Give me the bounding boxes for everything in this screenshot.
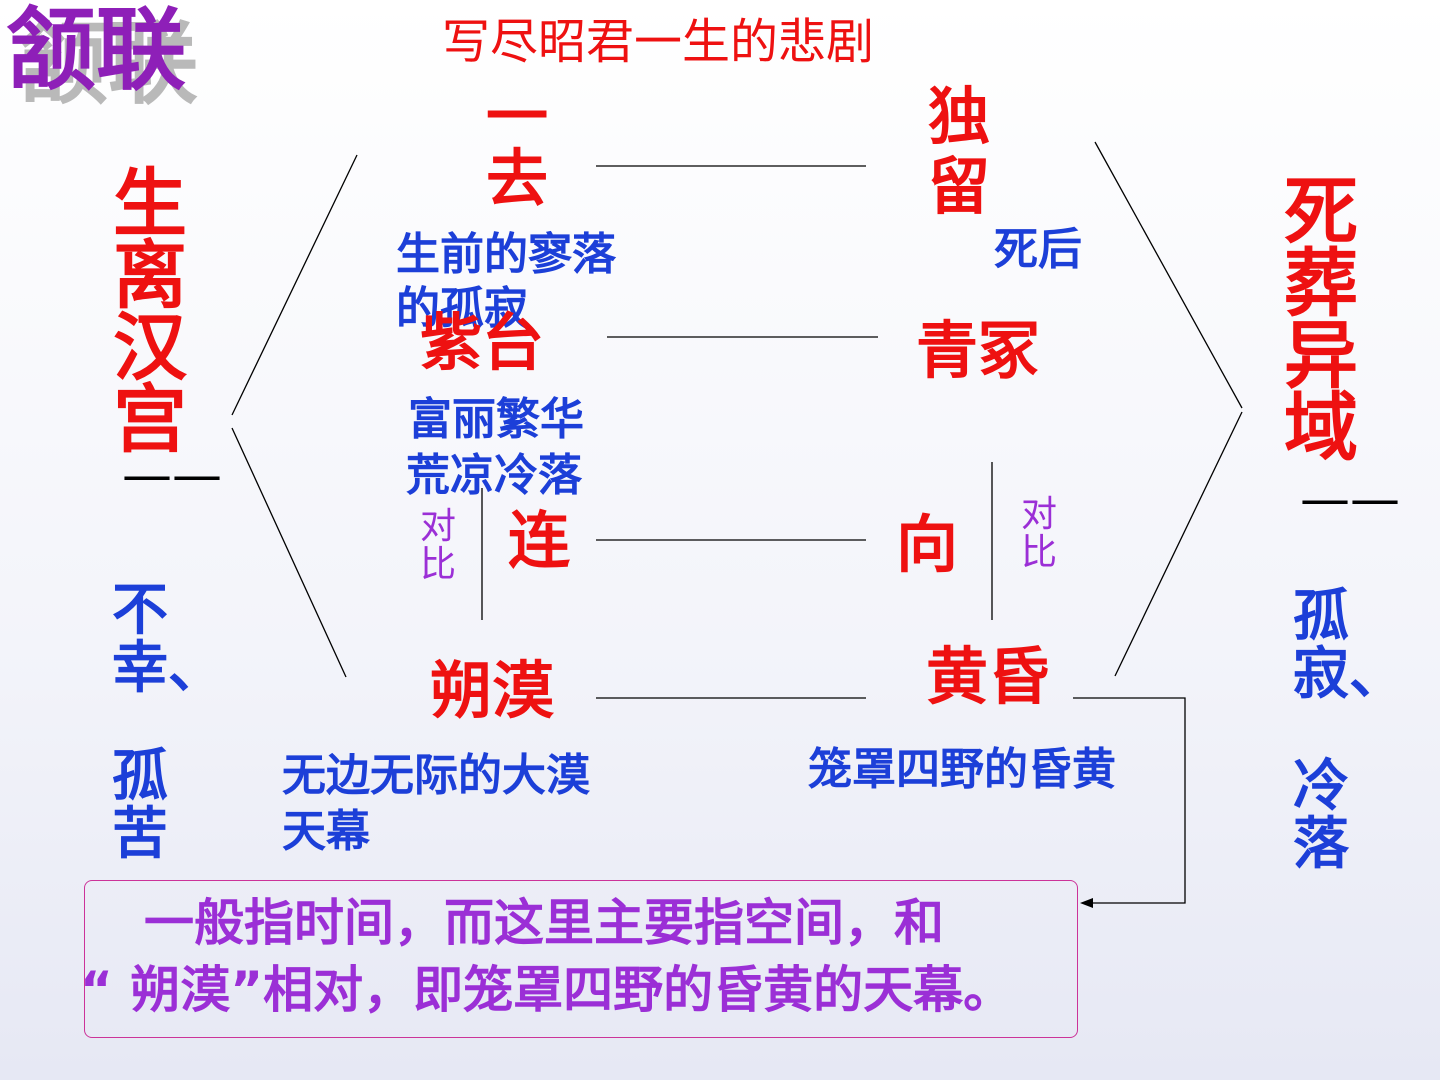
pair1-right-note: 死后: [994, 224, 1082, 275]
pair3-right-word: 向: [896, 508, 959, 581]
pair2-right-word: 青冢: [916, 314, 1041, 387]
right-theme-result-2: 冷落: [1293, 754, 1349, 877]
right-theme-result-1: 孤寂、: [1293, 584, 1405, 707]
note-line-2: “ 朔漠”相对，即笼罩四野的昏黄的天幕。: [80, 961, 1014, 1019]
right-theme-dash: ——: [1300, 470, 1400, 528]
right-bracket-top: [1094, 141, 1243, 409]
note-box: [84, 880, 1078, 1038]
contrast-label-left: 对比: [420, 506, 457, 585]
pair1-left-word: 一去: [486, 80, 549, 215]
pair4-left-note: 无边无际的大漠天幕: [282, 750, 590, 857]
note-pointer-line: [1073, 697, 1186, 904]
left-bracket-bottom: [231, 427, 347, 678]
note-pointer-arrowhead: [1080, 898, 1093, 908]
left-theme-result-2: 孤苦: [112, 744, 168, 867]
pair4-right-word: 黄昏: [926, 640, 1051, 713]
pair3-left-word: 连: [508, 504, 571, 577]
pair1-right-word: 独留: [928, 80, 991, 223]
left-theme-dash: ——: [122, 446, 222, 504]
pair2-left-word: 紫台: [420, 306, 545, 379]
right-bracket-bottom: [1114, 411, 1243, 677]
subtitle: 写尽昭君一生的悲剧: [442, 14, 875, 70]
note-line-1: 一般指时间，而这里主要指空间，和: [144, 894, 944, 952]
pair2-left-note-2: 荒凉冷落: [406, 450, 582, 501]
right-theme-heading: 死葬异域: [1284, 169, 1358, 471]
left-bracket-top: [231, 154, 358, 416]
pair4-left-word: 朔漠: [430, 654, 555, 727]
pair1-left-note: 生前的寥落的孤寂: [396, 229, 616, 334]
left-theme-heading: 生离汉宫: [113, 161, 187, 463]
pair2-left-note-1: 富丽繁华: [408, 394, 584, 445]
pair4-right-note: 笼罩四野的昏黄: [808, 744, 1116, 795]
contrast-label-right: 对比: [1021, 494, 1058, 573]
page-title: 颔联: [6, 0, 186, 103]
left-theme-result-1: 不幸、: [112, 578, 224, 701]
